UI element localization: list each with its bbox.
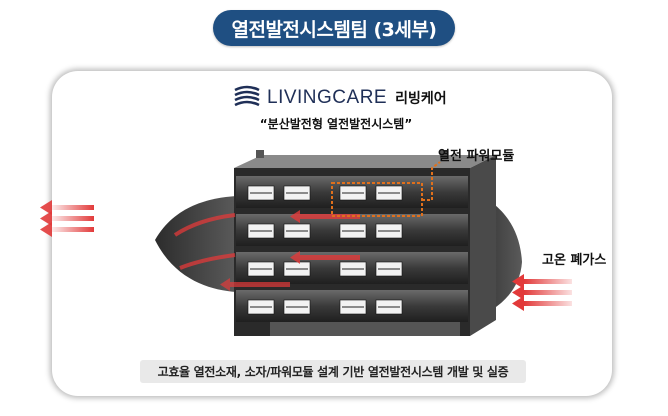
inlet-flow-arrows	[512, 274, 572, 311]
module-stack	[234, 150, 496, 336]
livingcare-logo-icon	[234, 85, 260, 107]
tagline: “분산발전형 열전발전시스템”	[259, 117, 413, 131]
livingcare-logo: LIVINGCARE 리빙케어	[233, 84, 447, 112]
bottom-caption: 고효율 열전소재, 소자/파워모듈 설계 기반 열전발전시스템 개발 및 실증	[140, 360, 526, 383]
base-plate	[270, 322, 460, 336]
module-callout-line	[422, 161, 441, 201]
internal-flow-arrows	[173, 210, 360, 291]
left-cone	[155, 196, 236, 292]
power-module-label: 열전 파워모듈	[438, 149, 515, 164]
outlet-flow-arrows	[40, 200, 94, 237]
page-title: 열전발전시스템팀 (3세부)	[213, 10, 455, 46]
exhaust-gas-label: 고온 폐가스	[542, 253, 607, 268]
logo-korean-text: 리빙케어	[395, 91, 447, 107]
logo-brand-text: LIVINGCARE	[267, 87, 388, 108]
